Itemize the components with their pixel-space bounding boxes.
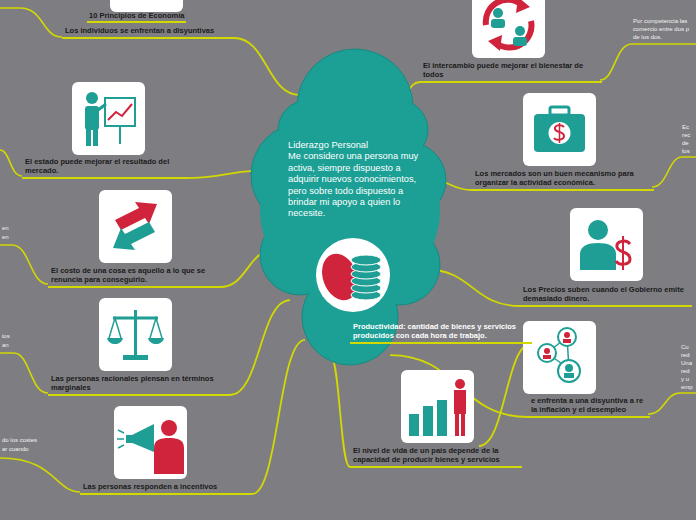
- topic-node: El intercambio puede mejorar el bienesta…: [420, 61, 602, 83]
- node-body: Me considero una persona muy activa, sie…: [288, 151, 422, 219]
- note-fragment: y u: [681, 375, 689, 383]
- note-fragment: comercio entre dos p: [633, 25, 689, 33]
- topic-label: El estado puede mejorar el resultado del…: [25, 157, 181, 175]
- branch-line: [330, 355, 350, 467]
- note-fragment: de: [682, 139, 689, 147]
- note-fragment: emp: [681, 383, 693, 391]
- leader-lines: [0, 8, 696, 492]
- note-fragment: en: [2, 224, 9, 232]
- cloud-text: Liderazgo PersonalMe considero una perso…: [288, 140, 422, 220]
- branch-line: [234, 38, 300, 95]
- note-fragment: Cu: [681, 343, 689, 351]
- topic-node: Los mercados son un buen mecanismo para …: [472, 169, 654, 191]
- topic-label: Productividad: cantidad de bienes y serv…: [353, 322, 529, 340]
- note-fragment: Por competencia las: [633, 17, 687, 25]
- topic-node: Las personas responden a incentivos: [80, 482, 252, 495]
- exchange-icon: [472, 0, 545, 58]
- presenter-icon: [72, 82, 145, 155]
- note-fragment: red: [681, 367, 690, 375]
- topic-label: El nivel de vida de un país depende de l…: [353, 446, 519, 464]
- note-fragment: de los dos.: [633, 33, 662, 41]
- network-icon: [523, 321, 596, 394]
- node-title: Liderazgo Personal: [288, 140, 422, 151]
- topic-label: El intercambio puede mejorar el bienesta…: [423, 61, 599, 79]
- branch-line: [252, 340, 305, 494]
- note-fragment: do los costes: [2, 436, 37, 444]
- topic-label: Las personas racionales piensan en térmi…: [51, 374, 227, 392]
- note-fragment: Ec: [682, 123, 689, 131]
- megaphone-icon: [114, 406, 187, 479]
- coin-icon: [316, 238, 390, 312]
- section-heading: 10 Principios de Economía: [87, 11, 186, 23]
- topic-node: e enfrenta a una disyuntiva a re la infl…: [528, 396, 650, 418]
- topic-node: Las personas racionales piensan en térmi…: [48, 374, 230, 396]
- note-fragment: ar cuando: [2, 445, 29, 453]
- topic-node: El nivel de vida de un país depende de l…: [350, 446, 522, 468]
- topic-label: Los Precios suben cuando el Gobierno emi…: [523, 285, 689, 303]
- topic-label: El costo de una cosa es aquello a lo que…: [51, 266, 217, 284]
- note-fragment: Una: [681, 359, 692, 367]
- note-fragment: ios: [2, 332, 10, 340]
- topic-node: Productividad: cantidad de bienes y serv…: [350, 322, 532, 344]
- note-fragment: los: [682, 147, 690, 155]
- note-fragment: en: [2, 233, 9, 241]
- note-fragment: an: [2, 341, 9, 349]
- note-fragment: rec: [682, 131, 690, 139]
- note-fragment: red: [681, 351, 690, 359]
- briefcase-icon: [523, 93, 596, 166]
- topic-node: El costo de una cosa es aquello a lo que…: [48, 266, 220, 288]
- topic-node: Los individuos se enfrentan a disyuntiva…: [62, 26, 234, 39]
- topic-label: Las personas responden a incentivos: [83, 482, 249, 491]
- arrows-icon: [99, 190, 172, 263]
- branch-line: [230, 300, 290, 395]
- money-person-icon: [570, 208, 643, 281]
- topic-node: Los Precios suben cuando el Gobierno emi…: [520, 285, 692, 307]
- topic-label: Los mercados son un buen mecanismo para …: [475, 169, 651, 187]
- topic-label: e enfrenta a una disyuntiva a re la infl…: [531, 396, 647, 414]
- scale-icon: [99, 298, 172, 371]
- topic-node: El estado puede mejorar el resultado del…: [22, 157, 184, 179]
- topic-label: Los individuos se enfrentan a disyuntiva…: [65, 26, 231, 35]
- bar-chart-icon: [401, 370, 474, 443]
